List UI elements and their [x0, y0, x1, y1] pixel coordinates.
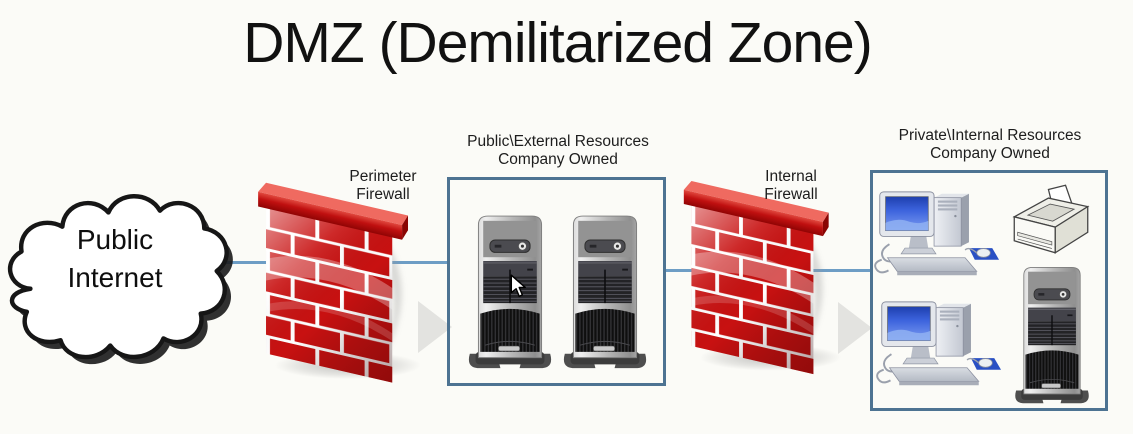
cloud-label: Public Internet [25, 221, 205, 297]
internal-firewall-label-line1: Internal [765, 168, 817, 185]
dmz-zone-label: Public\External Resources Company Owned [447, 133, 669, 169]
perimeter-firewall-icon [254, 174, 422, 386]
dmz-zone-label-line2: Company Owned [498, 151, 618, 168]
perimeter-firewall-label: Perimeter Firewall [328, 168, 438, 204]
internal-zone-box [870, 170, 1108, 411]
page-title: DMZ (Demilitarized Zone) [243, 11, 872, 75]
server-icon [561, 211, 649, 378]
cloud-label-line1: Public [76, 224, 154, 255]
desktop-computer-icon [872, 186, 1000, 283]
perimeter-firewall-label-line2: Firewall [356, 186, 410, 203]
desktop-computer-icon [874, 296, 1002, 393]
mouse-pointer-icon [510, 274, 527, 298]
cloud-label-line2: Internet [67, 262, 163, 293]
dmz-zone-box [447, 177, 666, 386]
perimeter-firewall-label-line1: Perimeter [349, 168, 417, 185]
internal-zone-label-line2: Company Owned [930, 145, 1050, 162]
chevron-right-icon [838, 298, 872, 358]
dmz-zone-label-line1: Public\External Resources [467, 133, 649, 150]
internal-firewall-label: Internal Firewall [738, 168, 844, 204]
internal-firewall-label-line2: Firewall [764, 186, 818, 203]
printer-icon [1004, 182, 1098, 262]
internal-zone-label: Private\Internal Resources Company Owned [868, 127, 1112, 163]
server-icon [1012, 264, 1092, 411]
internal-zone-label-line1: Private\Internal Resources [898, 127, 1082, 144]
